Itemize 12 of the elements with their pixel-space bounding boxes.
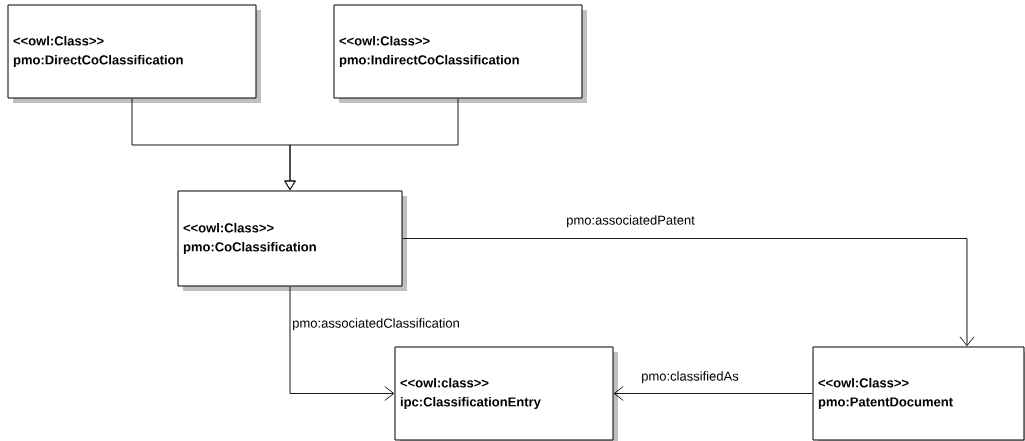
class-box: <<owl:Class>> pmo:CoClassification	[177, 190, 407, 291]
class-box: <<owl:Class>> pmo:PatentDocument	[812, 346, 1025, 441]
edge-label: pmo:associatedClassification	[291, 317, 461, 332]
arrow	[402, 238, 975, 347]
arrow	[284, 98, 459, 191]
edge-label: pmo:associatedPatent	[565, 214, 696, 229]
class-box: <<owl:Class>> pmo:IndirectCoClassification	[333, 4, 587, 103]
arrow	[613, 386, 813, 401]
class-box: <<owl:Class>> pmo:DirectCoClassification	[7, 4, 261, 103]
class-box: <<owl:class>> ipc:ClassificationEntry	[394, 346, 618, 441]
arrow	[289, 286, 395, 401]
edge-label: pmo:classifiedAs	[640, 370, 740, 385]
